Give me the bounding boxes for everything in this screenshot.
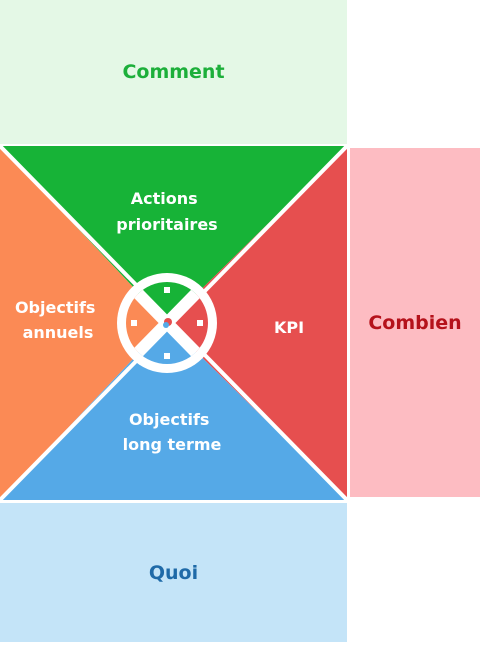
- hoshin-x-matrix: Actions prioritaires Objectifs annuels K…: [0, 146, 348, 500]
- how-label: Comment: [122, 61, 225, 83]
- how-panel: Comment: [0, 0, 347, 144]
- hub-marker: [131, 320, 137, 326]
- quadrant-left-label: Objectifs annuels: [15, 298, 101, 342]
- quadrant-left: [0, 146, 167, 500]
- how-much-panel: Combien: [350, 148, 480, 497]
- quadrant-bottom: [0, 323, 347, 500]
- quadrant-bottom-label: Objectifs long terme: [123, 410, 222, 454]
- hub-marker: [164, 353, 170, 359]
- quadrant-right-label: KPI: [274, 318, 304, 337]
- quadrant-top-label: Actions prioritaires: [116, 189, 217, 234]
- quadrant-right: [167, 146, 347, 500]
- hub-marker: [164, 287, 170, 293]
- center-hub: [117, 273, 217, 373]
- what-panel: Quoi: [0, 503, 347, 642]
- hub-marker: [197, 320, 203, 326]
- what-label: Quoi: [148, 561, 199, 584]
- how-much-label: Combien: [368, 311, 462, 334]
- quadrant-top: [0, 146, 347, 323]
